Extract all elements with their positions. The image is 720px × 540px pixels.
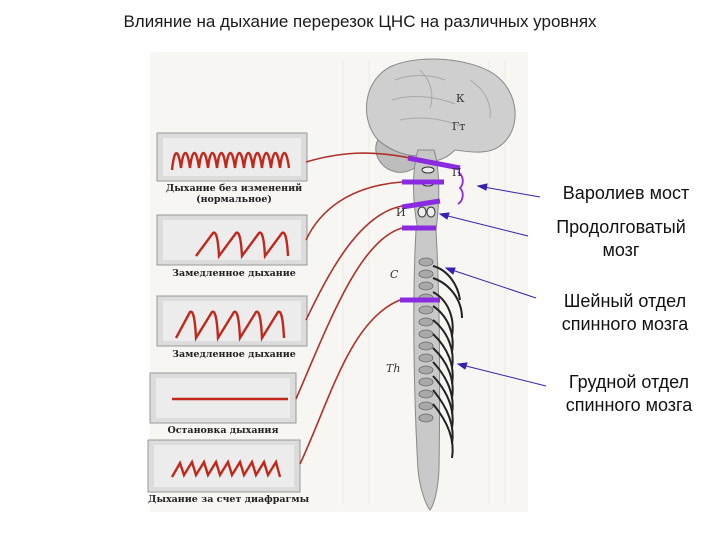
cut-level-1 — [407, 155, 461, 171]
cut-levels — [400, 155, 461, 303]
trace-panel-arrest — [149, 372, 297, 424]
label-thoracic-line2: спинного мозга — [565, 395, 693, 415]
trace-panel-diaphragm — [147, 439, 301, 493]
trace-panel-slowed-2 — [156, 295, 308, 347]
label-cervical-line1: Шейный отдел — [563, 291, 687, 311]
panel-caption-diaphragm: Дыхание за счет диафрагмы — [148, 494, 310, 505]
label-medulla-line1: Продолговатый — [556, 217, 686, 237]
connector-3 — [305, 205, 403, 321]
label-medulla-line2: мозг — [602, 240, 640, 260]
mark-i: И — [396, 206, 406, 219]
mark-c: C — [390, 268, 399, 281]
panel-caption-normal: Дыхание без изменений (нормальное) — [160, 183, 308, 205]
connector-4 — [295, 227, 403, 400]
trace-slowed-breathing-2 — [174, 310, 286, 342]
cut-level-3 — [401, 198, 441, 210]
label-thoracic: Грудной отдел спинного мозга — [540, 371, 718, 417]
slide-title: Влияние на дыхание перерезок ЦНС на разл… — [123, 12, 597, 31]
label-cervical-line2: спинного мозга — [561, 314, 689, 334]
panel-caption-slowed-2: Замедленное дыхание — [172, 349, 296, 360]
label-medulla: Продолговатый мозг — [528, 216, 714, 262]
mark-k: К — [456, 92, 465, 105]
trace-panel-slowed-1 — [156, 214, 308, 266]
mark-p: П — [452, 166, 462, 179]
spinal-nerves — [432, 265, 463, 459]
connector-5 — [299, 299, 401, 465]
trace-diaphragm-breathing — [170, 458, 282, 478]
trace-panel-normal — [156, 132, 308, 182]
panel-caption-slowed-1: Замедленное дыхание — [172, 268, 296, 279]
trace-normal-breathing — [170, 151, 291, 171]
panel-caption-normal-line1: Дыхание без изменений — [165, 183, 303, 194]
panel-caption-arrest: Остановка дыхания — [167, 425, 279, 436]
connector-lines — [295, 152, 411, 465]
connector-1 — [305, 152, 411, 163]
vertebral-segments — [418, 257, 434, 423]
mark-th: Th — [386, 362, 401, 375]
label-cervical: Шейный отдел спинного мозга — [534, 290, 716, 336]
mark-gt: Гт — [452, 120, 466, 133]
panel-caption-normal-line2: (нормальное) — [196, 194, 272, 205]
pointer-arrows — [438, 183, 547, 387]
pons-brace — [457, 171, 464, 205]
label-thoracic-line1: Грудной отдел — [568, 372, 690, 392]
trace-slowed-breathing-1 — [195, 231, 290, 260]
cerebrum-outline — [366, 58, 516, 163]
label-pons: Варолиев мост — [562, 183, 690, 203]
connector-2 — [305, 181, 403, 241]
